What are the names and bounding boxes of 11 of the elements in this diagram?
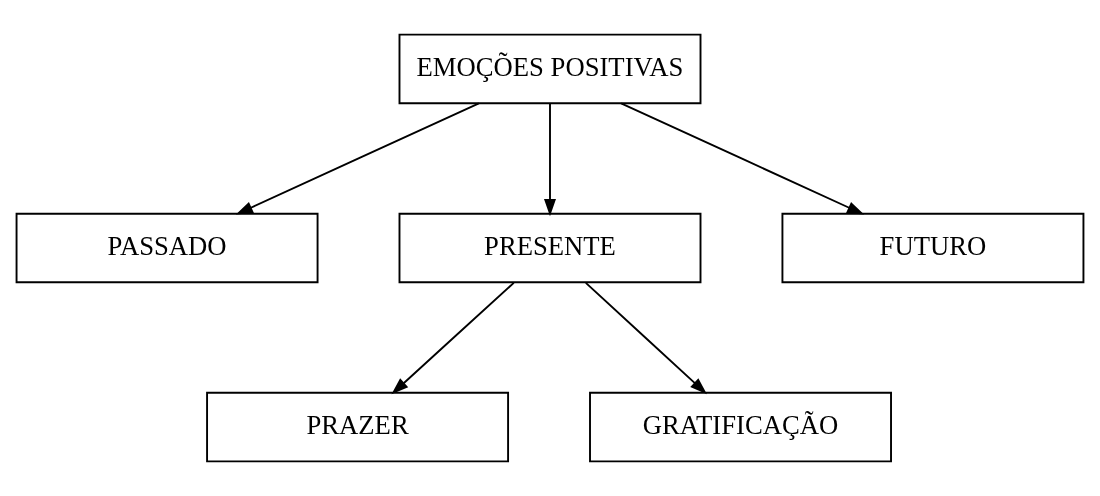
node-box: PRAZER	[206, 391, 510, 463]
node-box: FUTURO	[781, 212, 1085, 284]
arrow	[544, 102, 556, 217]
arrow	[391, 281, 515, 395]
node-box: PASSADO	[15, 212, 319, 284]
arrow	[620, 102, 865, 215]
node-box: EMOÇÕES POSITIVAS	[398, 33, 702, 105]
node-box: GRATIFICAÇÃO	[589, 391, 892, 463]
arrow	[584, 281, 707, 395]
arrow	[235, 102, 480, 215]
node-box: PRESENTE	[398, 212, 702, 284]
